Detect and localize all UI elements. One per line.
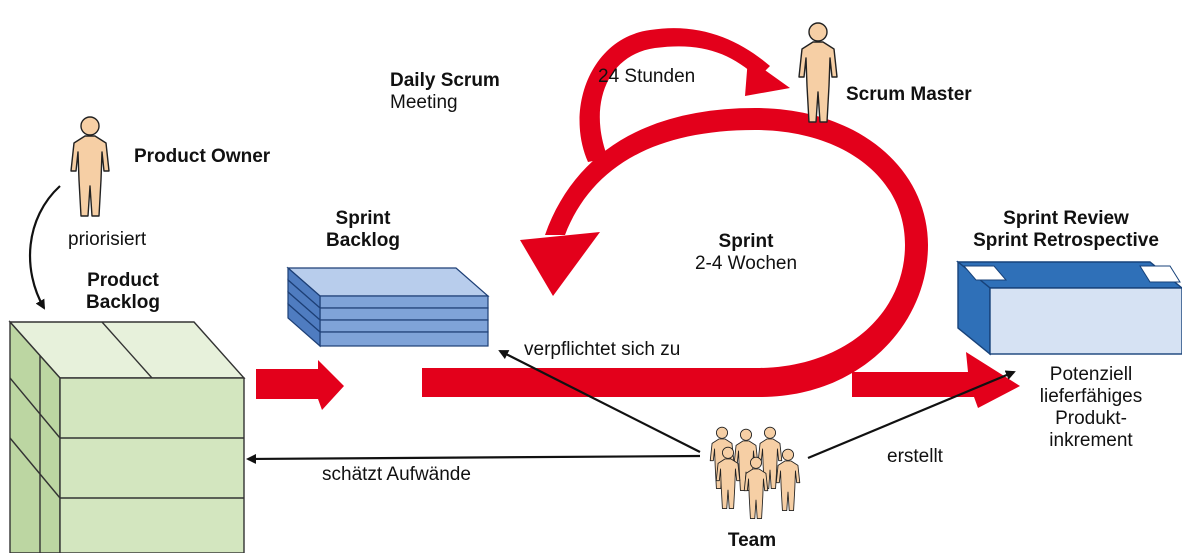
sprint-review-box [956,260,1182,356]
sprint-backlog-stack [286,266,490,348]
daily-cycle-label: 24 Stunden [598,66,696,87]
sprint-review-label: Sprint Review Sprint Retrospective [973,208,1159,251]
prioritizes-label: priorisiert [68,229,147,250]
prioritizes-arrow [28,185,61,310]
product-owner-label: Product Owner [134,146,271,167]
creates-arrow [807,370,1016,460]
sprint-title-label: Sprint [718,231,774,252]
flow-arrow-backlog-to-sprint [256,360,344,410]
team-figures [709,426,801,520]
increment-label: Potenziell lieferfähiges Produkt- inkrem… [1039,364,1143,451]
sprint-cycle-arrow [422,28,928,397]
meeting-label: Meeting [390,92,458,113]
flow-arrow-sprint-to-increment [852,352,1020,408]
product-owner-figure [70,116,110,217]
product-backlog-stack [8,320,246,553]
team-label: Team [727,530,777,551]
commits-arrow [498,350,701,453]
sprint-duration-label: 2-4 Wochen [694,253,798,274]
product-backlog-label: Product Backlog [86,270,160,313]
scrum-master-label: Scrum Master [846,84,972,105]
estimates-label: schätzt Aufwände [322,464,471,485]
estimates-arrow [246,453,701,464]
creates-label: erstellt [887,446,943,467]
scrum-master-figure [798,22,838,123]
daily-scrum-label: Daily Scrum [390,70,500,91]
commits-label: verpflichtet sich zu [524,339,681,360]
sprint-backlog-label: Sprint Backlog [326,208,400,251]
